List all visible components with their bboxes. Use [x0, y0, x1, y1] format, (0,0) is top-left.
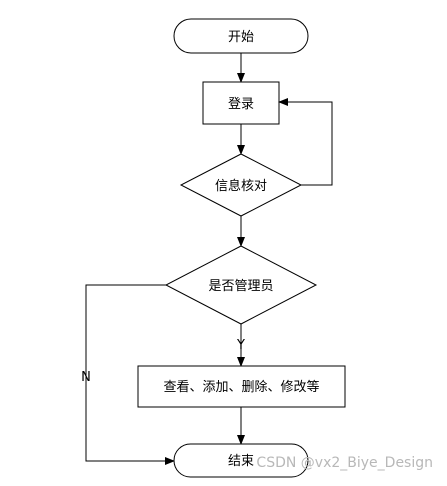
start-node: 开始 — [173, 18, 309, 54]
actions-node: 查看、添加、删除、修改等 — [137, 365, 346, 408]
actions-label: 查看、添加、删除、修改等 — [163, 379, 319, 395]
edge-admin-end-no — [85, 284, 175, 465]
yes-label: Y — [236, 338, 245, 353]
login-label: 登录 — [228, 97, 254, 112]
watermark-text: CSDN @vx2_Biye_Design — [256, 455, 433, 471]
is-admin-node: 是否管理员 — [164, 245, 318, 325]
edge-verify-login-loop — [278, 98, 333, 186]
end-node: 结束 — [173, 443, 309, 478]
is-admin-label: 是否管理员 — [208, 279, 273, 294]
verify-label: 信息核对 — [215, 178, 267, 194]
end-label: 结束 — [228, 454, 254, 469]
no-label: N — [81, 370, 91, 385]
verify-node: 信息核对 — [179, 153, 303, 217]
start-label: 开始 — [228, 30, 254, 45]
login-node: 登录 — [202, 81, 280, 125]
